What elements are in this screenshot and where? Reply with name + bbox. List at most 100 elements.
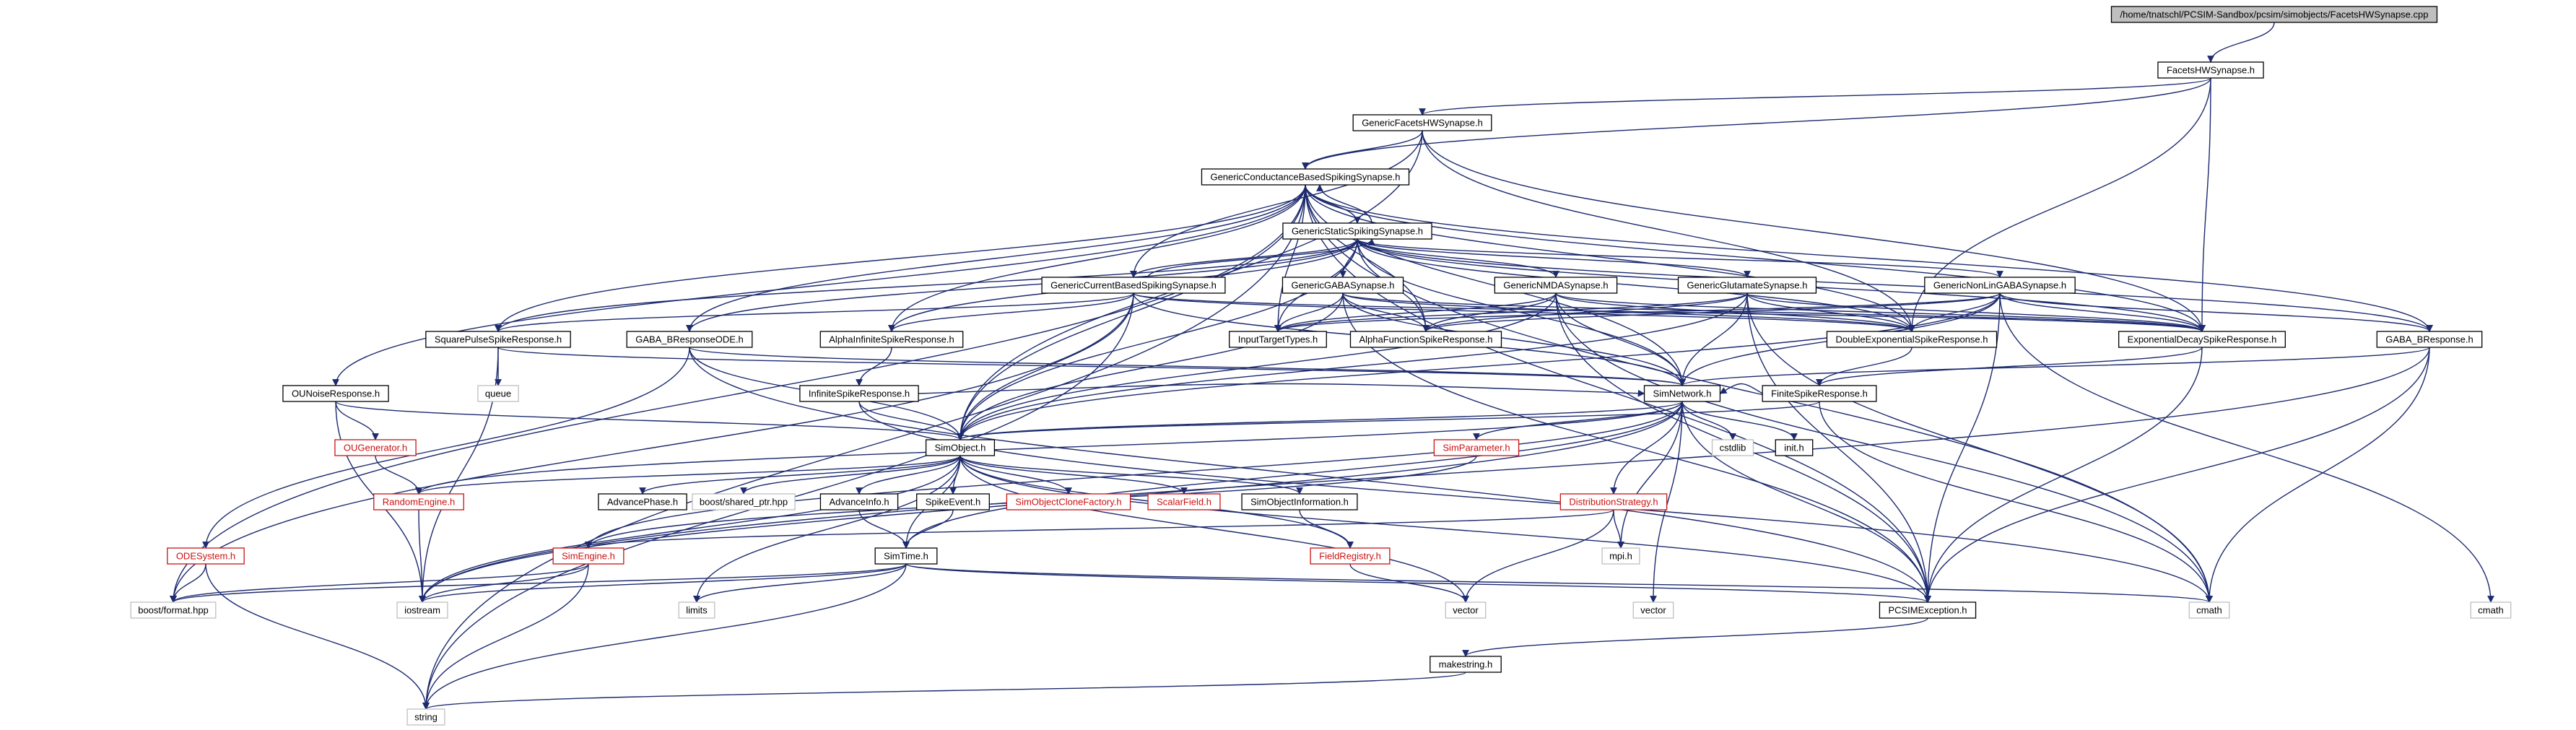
node-sim-param[interactable]: SimParameter.h bbox=[1433, 439, 1520, 456]
edge-genCond-to-cmath1 bbox=[1305, 184, 2213, 603]
node-label: init.h bbox=[1784, 443, 1803, 453]
node-sim-time[interactable]: SimTime.h bbox=[874, 547, 938, 565]
node-alpha-func[interactable]: AlphaFunctionSpikeResponse.h bbox=[1349, 331, 1502, 348]
node-limits[interactable]: limits bbox=[678, 601, 715, 619]
node-gaba-b[interactable]: GABA_BResponse.h bbox=[2376, 331, 2483, 348]
node-mpih[interactable]: mpi.h bbox=[1601, 547, 1640, 565]
node-inith[interactable]: init.h bbox=[1775, 439, 1814, 456]
node-sim-network[interactable]: SimNetwork.h bbox=[1643, 385, 1721, 402]
edge-genNMDA-to-expDecay bbox=[1555, 292, 2206, 332]
node-gen-g-a-b-a[interactable]: GenericGABASynapse.h bbox=[1282, 277, 1404, 294]
edge-expDecay-to-finiteSpike bbox=[1816, 347, 2203, 386]
edge-spikeEvent-to-simTime bbox=[902, 509, 954, 549]
node-ode-system[interactable]: ODESystem.h bbox=[167, 547, 245, 565]
node-label: cstdlib bbox=[1720, 443, 1746, 453]
node-sim-object[interactable]: SimObject.h bbox=[925, 439, 996, 456]
edge-genGlut-to-alphaFunc bbox=[1422, 292, 1748, 332]
node-label: iostream bbox=[404, 605, 440, 616]
edge-genGABA-to-simObject bbox=[957, 292, 1344, 440]
node-alpha-inf[interactable]: AlphaInfiniteSpikeResponse.h bbox=[819, 331, 964, 348]
node-gen-n-m-d-a[interactable]: GenericNMDASynapse.h bbox=[1494, 277, 1618, 294]
node-field-registry[interactable]: FieldRegistry.h bbox=[1310, 547, 1391, 565]
node-label: SimEngine.h bbox=[562, 551, 615, 562]
node-inf-spike[interactable]: InfiniteSpikeResponse.h bbox=[799, 385, 919, 402]
edge-genGlut-to-cmath1 bbox=[1746, 292, 2213, 603]
edge-genNonLin-to-simObject bbox=[957, 292, 2001, 440]
node-label: DistributionStrategy.h bbox=[1569, 497, 1658, 508]
node-finite-spike[interactable]: FiniteSpikeResponse.h bbox=[1762, 385, 1877, 402]
node-box bbox=[1775, 439, 1814, 456]
node-label: GABA_BResponseODE.h bbox=[635, 334, 744, 345]
node-boost-format[interactable]: boost/format.hpp bbox=[130, 601, 217, 619]
node-box bbox=[819, 493, 899, 510]
edge-simObject-to-randomEngine bbox=[415, 455, 961, 495]
node-string[interactable]: string bbox=[406, 708, 445, 726]
node-label: SimObjectInformation.h bbox=[1250, 497, 1349, 508]
node-label: string bbox=[414, 712, 438, 723]
node-double-exp[interactable]: DoubleExponentialSpikeResponse.h bbox=[1826, 331, 1998, 348]
node-gen-cond[interactable]: GenericConductanceBasedSpikingSynapse.h bbox=[1201, 168, 1410, 186]
edge-simObjInfo-to-fieldRegistry bbox=[1299, 509, 1354, 549]
node-random-engine[interactable]: RandomEngine.h bbox=[373, 493, 464, 510]
node-ou-noise[interactable]: OUNoiseResponse.h bbox=[282, 385, 389, 402]
node-ou-gen[interactable]: OUGenerator.h bbox=[334, 439, 417, 456]
node-sim-obj-info[interactable]: SimObjectInformation.h bbox=[1241, 493, 1358, 510]
node-label: SimTime.h bbox=[884, 551, 928, 562]
edge-genCurrent-to-expDecay bbox=[1133, 292, 2206, 332]
node-input-target[interactable]: InputTargetTypes.h bbox=[1229, 331, 1327, 348]
node-label: FieldRegistry.h bbox=[1319, 551, 1381, 562]
node-gen-non-lin[interactable]: GenericNonLinGABASynapse.h bbox=[1924, 277, 2076, 294]
node-label: RandomEngine.h bbox=[383, 497, 455, 508]
edge-ouNoise-to-simObject bbox=[335, 401, 964, 440]
node-generic-facets-h-w[interactable]: GenericFacetsHWSynapse.h bbox=[1352, 114, 1492, 131]
node-box bbox=[552, 547, 625, 565]
node-box bbox=[2118, 331, 2286, 348]
node-gen-glut[interactable]: GenericGlutamateSynapse.h bbox=[1677, 277, 1817, 294]
edge-genCurrent-to-genStatic bbox=[1147, 238, 1375, 278]
node-gen-current[interactable]: GenericCurrentBasedSpikingSynapse.h bbox=[1041, 277, 1226, 294]
node-cmath2[interactable]: cmath bbox=[2470, 601, 2512, 619]
edge-simObject-to-pcsimExc bbox=[960, 455, 1931, 603]
edge-odeSystem-to-string bbox=[205, 563, 430, 710]
node-shared-ptr[interactable]: boost/shared_ptr.hpp bbox=[692, 493, 796, 510]
node-adv-info[interactable]: AdvanceInfo.h bbox=[819, 493, 899, 510]
node-label: ExponentialDecaySpikeResponse.h bbox=[2128, 334, 2277, 345]
edge-genNonLin-to-gabaB bbox=[1999, 292, 2433, 332]
node-makestring[interactable]: makestring.h bbox=[1430, 656, 1502, 673]
node-gen-static[interactable]: GenericStaticSpikingSynapse.h bbox=[1282, 222, 1432, 240]
edge-genNonLin-to-cmath2 bbox=[1999, 292, 2494, 603]
node-label: DoubleExponentialSpikeResponse.h bbox=[1835, 334, 1988, 345]
node-clone-factory[interactable]: SimObjectCloneFactory.h bbox=[1006, 493, 1131, 510]
node-pcsim-exc[interactable]: PCSIMException.h bbox=[1879, 601, 1977, 619]
edge-genCurrent-to-squarePulse bbox=[495, 292, 1134, 332]
edge-simEngine-to-boostFormat bbox=[170, 563, 589, 603]
node-label: InputTargetTypes.h bbox=[1238, 334, 1318, 345]
node-adv-phase[interactable]: AdvancePhase.h bbox=[598, 493, 687, 510]
edge-genCond-to-expDecay bbox=[1305, 184, 2206, 332]
edge-facetsHW-to-genericFacetsHW bbox=[1419, 77, 2211, 116]
node-cstdlib[interactable]: cstdlib bbox=[1711, 439, 1754, 456]
node-box bbox=[1430, 656, 1502, 673]
edge-genGABA-to-pcsimExc bbox=[1342, 292, 1931, 603]
node-cmath1[interactable]: cmath bbox=[2188, 601, 2230, 619]
node-queue[interactable]: queue bbox=[477, 385, 519, 402]
node-sim-engine[interactable]: SimEngine.h bbox=[552, 547, 625, 565]
node-gaba-b-o-d-e[interactable]: GABA_BResponseODE.h bbox=[626, 331, 753, 348]
node-box bbox=[477, 385, 519, 402]
node-label: PCSIMException.h bbox=[1888, 605, 1967, 616]
node-facets-h-w[interactable]: FacetsHWSynapse.h bbox=[2157, 61, 2264, 79]
node-vector1[interactable]: vector bbox=[1445, 601, 1487, 619]
edges-layer bbox=[170, 22, 2494, 710]
node-root[interactable]: /home/tnatschl/PCSIM-Sandbox/pcsim/simob… bbox=[2110, 6, 2438, 23]
edge-finiteSpike-to-cmath1 bbox=[1819, 401, 2213, 603]
node-square-pulse[interactable]: SquarePulseSpikeResponse.h bbox=[425, 331, 571, 348]
node-label: SimObject.h bbox=[935, 443, 986, 453]
edge-genNMDA-to-alphaFunc bbox=[1422, 292, 1557, 332]
node-vector2[interactable]: vector bbox=[1632, 601, 1674, 619]
node-scalar-field[interactable]: ScalarField.h bbox=[1147, 493, 1221, 510]
node-exp-decay[interactable]: ExponentialDecaySpikeResponse.h bbox=[2118, 331, 2286, 348]
node-spike-event[interactable]: SpikeEvent.h bbox=[916, 493, 990, 510]
node-box bbox=[1229, 331, 1327, 348]
node-iostream[interactable]: iostream bbox=[396, 601, 448, 619]
node-dist-strategy[interactable]: DistributionStrategy.h bbox=[1559, 493, 1668, 510]
